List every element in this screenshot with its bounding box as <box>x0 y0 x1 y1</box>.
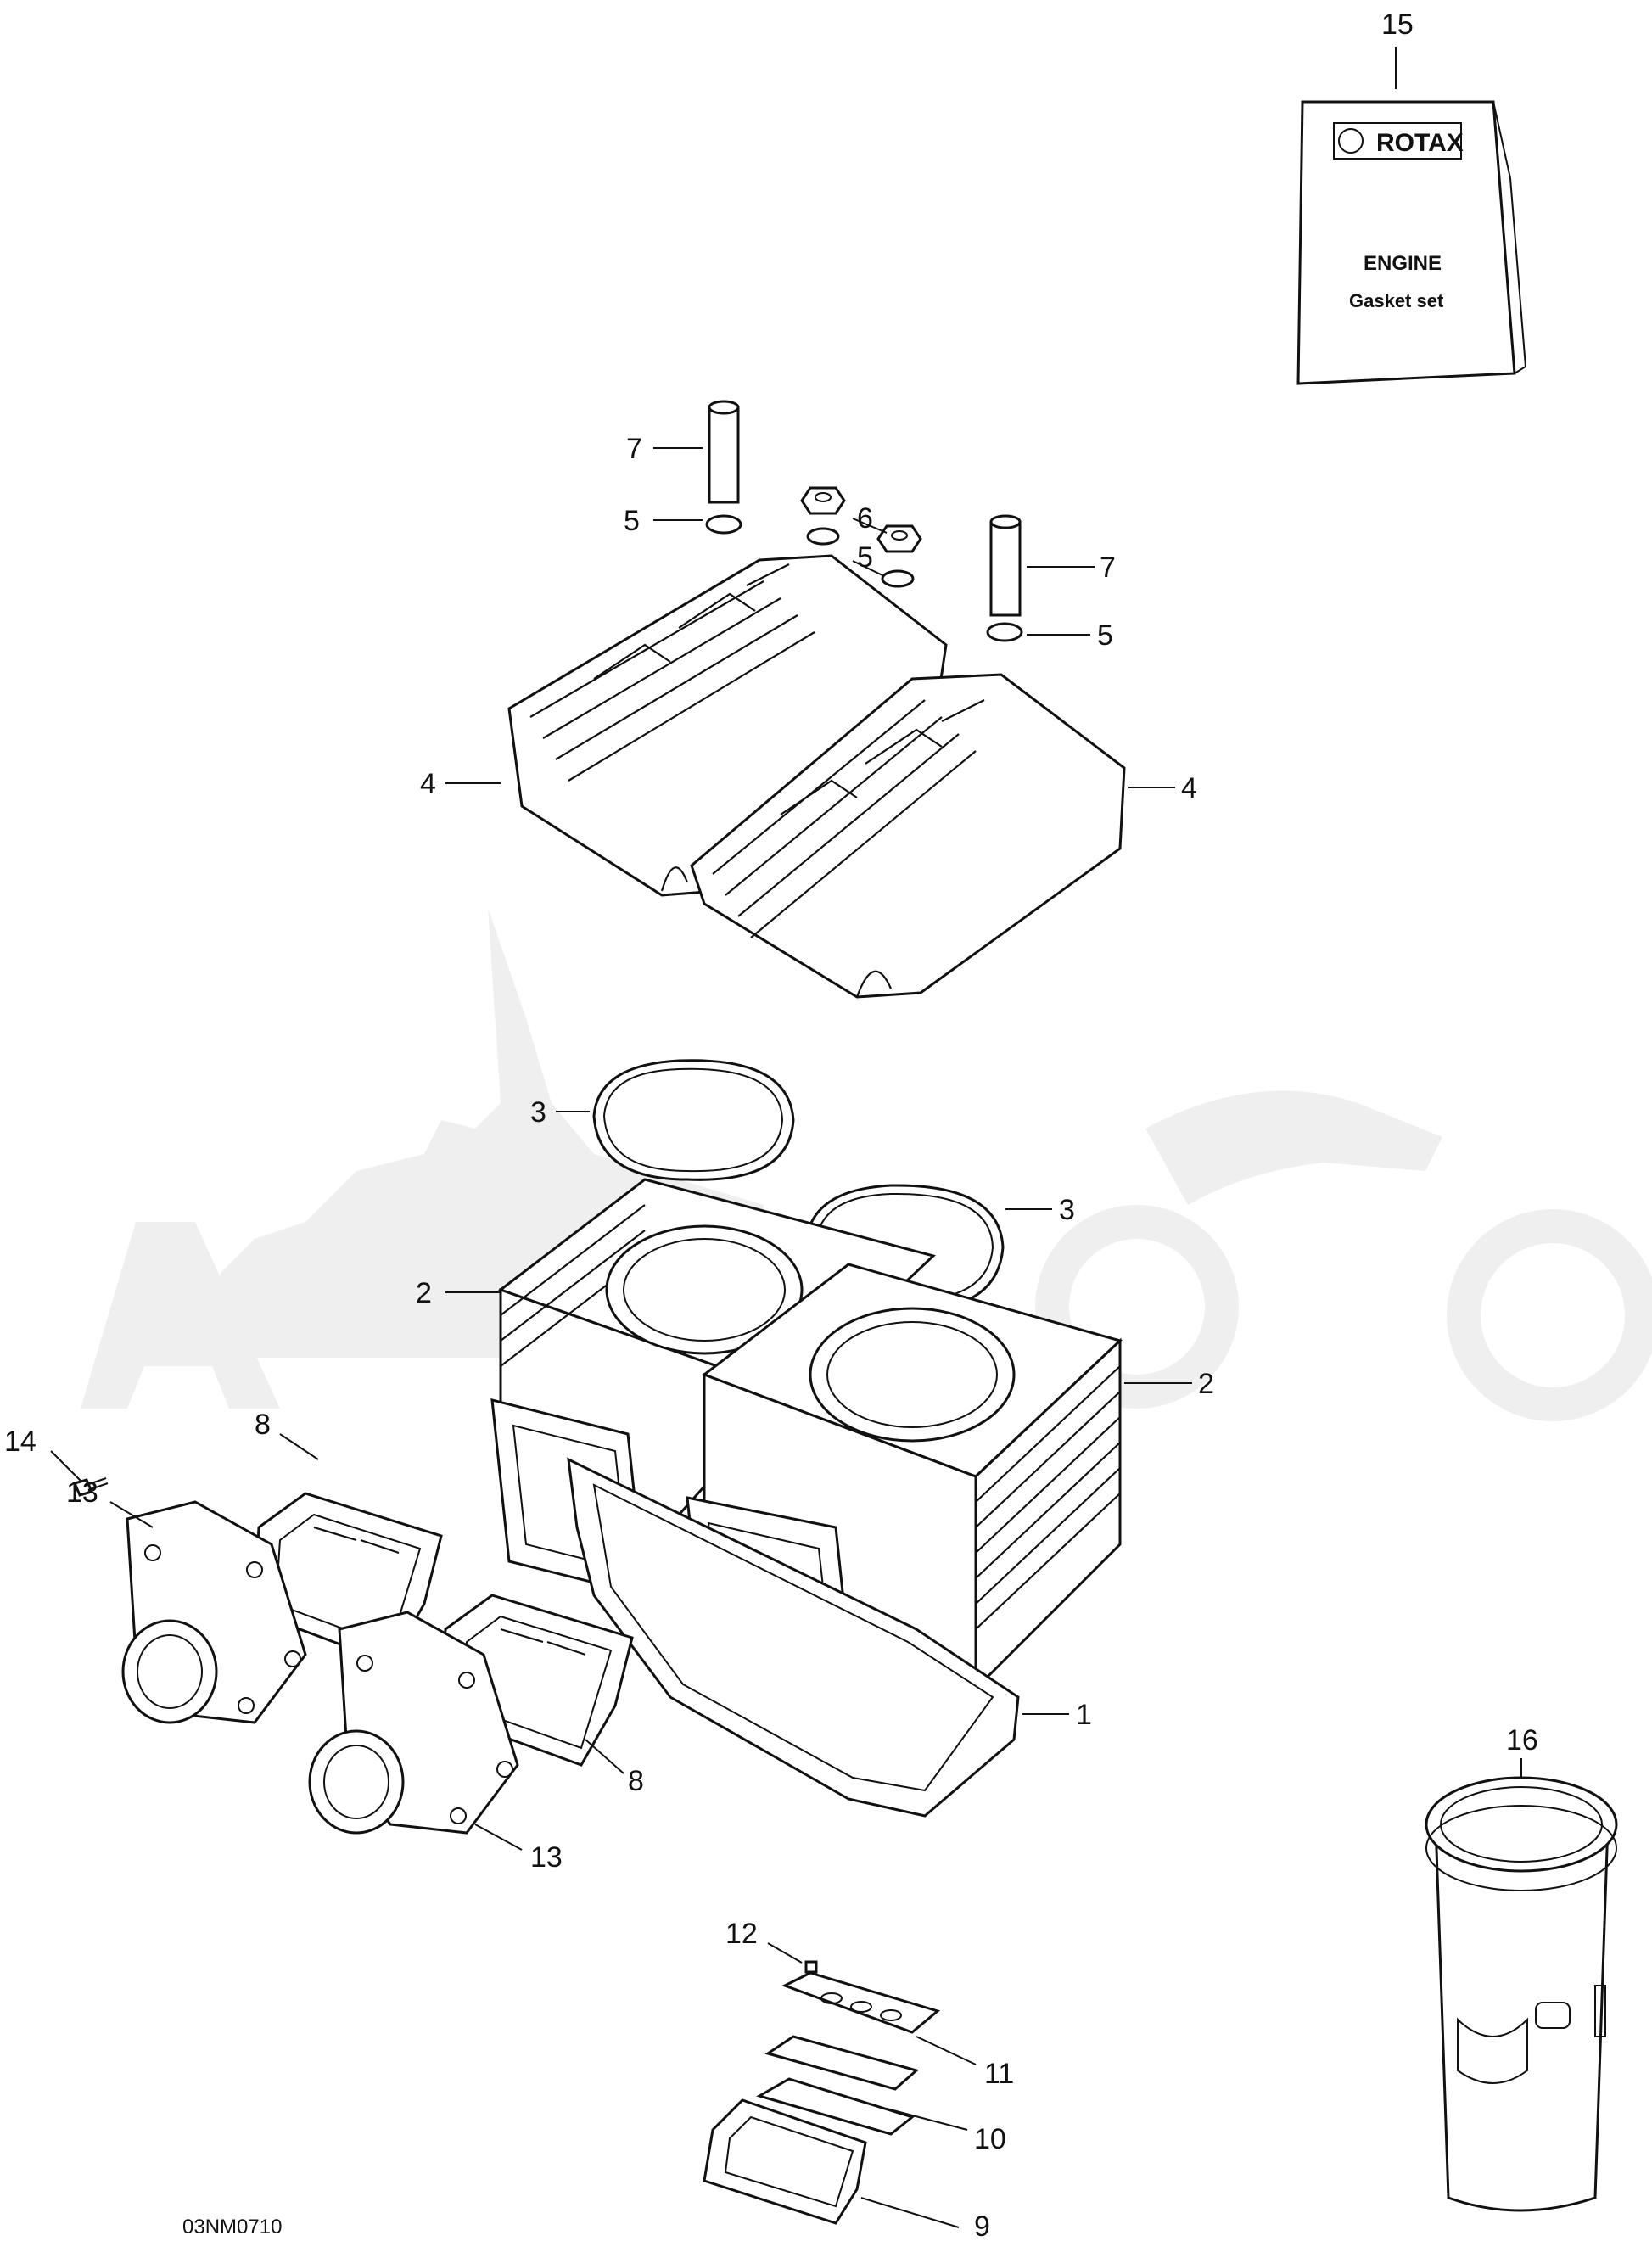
callout-8-upper: 8 <box>255 1409 271 1441</box>
nut-1 <box>800 486 846 515</box>
callout-16: 16 <box>1506 1724 1538 1756</box>
cylinder-head-right <box>690 673 1126 999</box>
callout-8-lower: 8 <box>628 1765 644 1797</box>
callout-7-left: 7 <box>626 433 642 465</box>
callout-13-lower: 13 <box>530 1841 563 1874</box>
callout-5-right: 5 <box>1097 619 1113 652</box>
booklet-line2: Gasket set <box>1349 290 1444 311</box>
callout-11: 11 <box>984 2058 1014 2090</box>
reed-block <box>703 2098 867 2225</box>
callout-labels: 15 7 5 6 5 7 5 4 4 3 3 2 2 8 13 14 1 8 1… <box>4 8 1538 2241</box>
booklet-brand: ROTAX <box>1376 129 1464 157</box>
callout-4-left: 4 <box>420 768 436 800</box>
callout-3-right: 3 <box>1059 1194 1075 1226</box>
small-screw <box>804 1960 818 1974</box>
callout-2-left: 2 <box>416 1277 432 1309</box>
callout-1: 1 <box>1076 1699 1092 1731</box>
callout-13-upper: 13 <box>66 1476 98 1509</box>
washer-3 <box>881 569 915 588</box>
callout-5-center: 5 <box>857 541 873 574</box>
callout-5-left: 5 <box>624 505 640 537</box>
base-gasket <box>567 1457 1020 1818</box>
callout-7-right: 7 <box>1100 552 1116 584</box>
washer-4 <box>986 622 1023 642</box>
callout-14: 14 <box>4 1426 36 1458</box>
callout-9: 9 <box>974 2210 990 2241</box>
head-gasket-left <box>592 1059 795 1181</box>
spacer-left <box>708 400 740 504</box>
reed-plate <box>781 1971 941 2034</box>
booklet-line1: ENGINE <box>1364 252 1442 275</box>
callout-3-left: 3 <box>530 1096 546 1129</box>
reed-petal <box>764 2035 920 2091</box>
leader-lines <box>50 47 1522 2228</box>
reed-stopper <box>756 2077 916 2136</box>
washer-2 <box>806 527 840 546</box>
nut-2 <box>876 524 922 553</box>
cylinder-head-left <box>507 554 948 897</box>
cylinder-sleeve <box>1425 1776 1618 2212</box>
callout-6: 6 <box>857 502 873 535</box>
callout-4-right: 4 <box>1181 772 1197 804</box>
callout-12: 12 <box>725 1918 758 1950</box>
intake-manifold-lower <box>308 1611 519 1835</box>
intake-manifold-upper <box>121 1500 307 1724</box>
callout-10: 10 <box>974 2123 1006 2155</box>
washer-1 <box>705 514 742 535</box>
spacer-right <box>989 514 1022 617</box>
drawing-code: 03NM0710 <box>182 2216 282 2238</box>
callout-2-right: 2 <box>1198 1368 1214 1400</box>
gasket-set-booklet: ROTAX ENGINE Gasket set <box>1296 100 1527 385</box>
screw <box>72 1477 109 1497</box>
callout-15: 15 <box>1381 8 1414 41</box>
